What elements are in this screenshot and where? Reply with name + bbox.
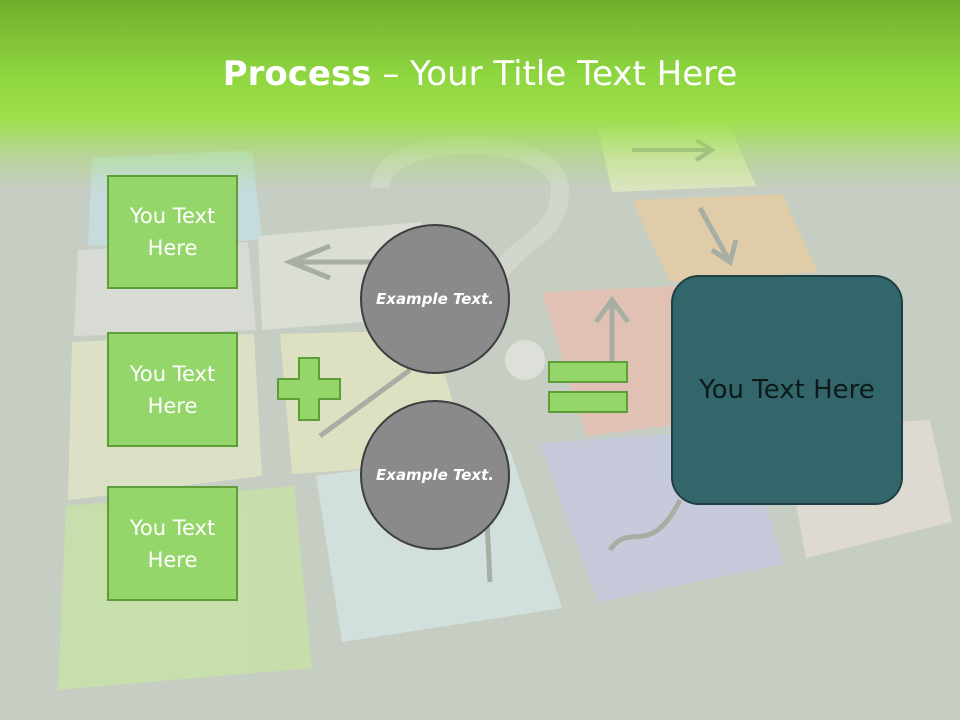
equals-icon xyxy=(548,361,628,413)
title-rest: – Your Title Text Here xyxy=(371,54,738,94)
result-box[interactable]: You Text Here xyxy=(671,275,903,505)
title-bold: Process xyxy=(222,54,372,94)
example-circle-2[interactable]: Example Text. xyxy=(360,400,510,550)
text-box-2[interactable]: You Text Here xyxy=(107,332,238,447)
slide-title: Process – Your Title Text Here xyxy=(0,52,960,96)
example-circle-1[interactable]: Example Text. xyxy=(360,224,510,374)
plus-icon xyxy=(277,357,341,421)
text-box-1[interactable]: You Text Here xyxy=(107,175,238,289)
title-bar xyxy=(0,0,960,190)
text-box-3[interactable]: You Text Here xyxy=(107,486,238,601)
